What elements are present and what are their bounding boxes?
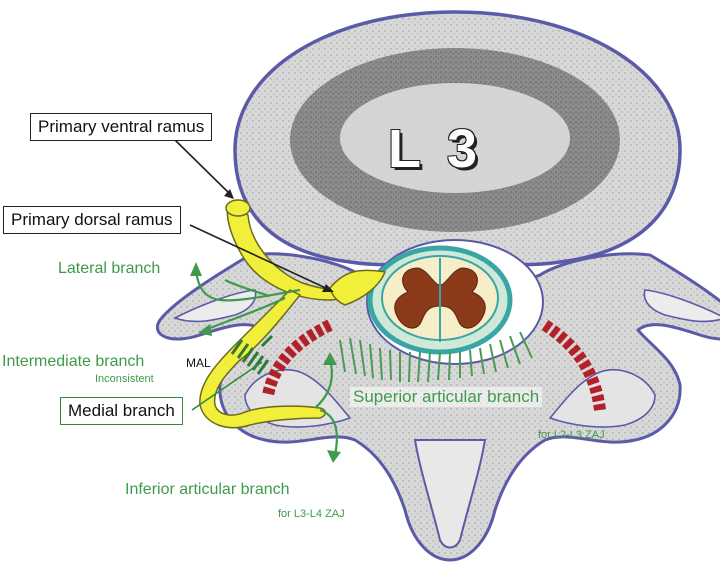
inferior-arrow-head <box>327 450 341 463</box>
dorsal-ramus <box>329 269 387 306</box>
superior-articular-fibers <box>339 331 533 383</box>
lateral-branch-label: Lateral branch <box>58 260 161 277</box>
medial-branch-label: Medial branch <box>60 397 183 425</box>
inferior-branch-path <box>319 408 338 456</box>
ventral-ramus-cut <box>225 199 251 217</box>
inferior-articular-branch-label: Inferior articular branch <box>125 481 290 498</box>
vertebral-body-center <box>340 83 570 193</box>
left-facet-joint <box>262 319 333 397</box>
for-l3-l4-label: for L3-L4 ZAJ <box>278 508 345 520</box>
primary-dorsal-ramus-label: Primary dorsal ramus <box>3 206 181 234</box>
inconsistent-label: Inconsistent <box>95 373 154 385</box>
dorsal-leader <box>189 224 331 291</box>
spinous-process-inner <box>413 439 487 549</box>
for-l2-l3-label: for L2-L3 ZAJ <box>538 429 605 441</box>
intermediate-branch-path <box>204 297 286 332</box>
intermediate-arrow-head <box>198 324 212 336</box>
ventral-leader <box>174 139 233 197</box>
vertebra-label: L 3 <box>388 119 484 179</box>
left-transverse-inner <box>172 289 257 323</box>
intermediate-branch-label: Intermediate branch <box>2 353 145 370</box>
superior-arrow-head <box>323 352 337 365</box>
primary-ventral-ramus-label: Primary ventral ramus <box>30 113 213 141</box>
right-facet-joint <box>541 320 606 411</box>
mal-coil <box>230 334 274 375</box>
right-transverse-inner <box>643 289 720 323</box>
medial-branch-nerve <box>199 289 326 429</box>
lateral-arrow-head <box>190 262 202 276</box>
mal-label: MAL <box>186 356 211 370</box>
nerve-roots <box>199 199 387 429</box>
medial-leader <box>191 361 263 411</box>
superior-articular-branch-label: Superior articular branch <box>350 387 543 407</box>
lateral-branch-path <box>194 269 301 302</box>
